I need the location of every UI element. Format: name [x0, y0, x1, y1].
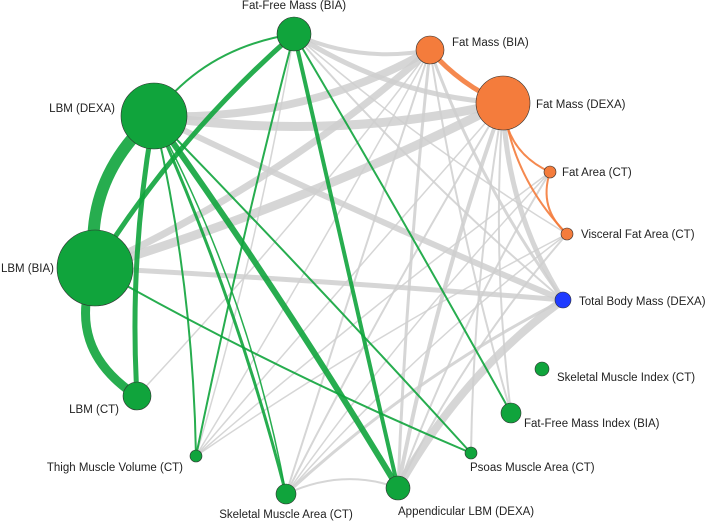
edge-lbm-dexa-tbm-dexa: [151, 113, 566, 303]
nodes-layer: [56, 16, 574, 505]
edge-fm-bia-tbm-dexa: [428, 48, 565, 302]
label-psoas-ct: Psoas Muscle Area (CT): [470, 462, 595, 474]
label-ffm-bia: Fat-Free Mass (BIA): [242, 0, 346, 12]
node-psoas-ct: [464, 446, 478, 460]
edge-lbm-bia-psoas-ct: [94, 267, 472, 454]
edge-lbm-dexa-tmv-ct: [153, 115, 197, 457]
edge-ffm-bia-tmv-ct: [195, 33, 295, 457]
node-lbm-bia: [56, 229, 134, 307]
edge-lbm-ct-fm-bia: [136, 49, 431, 397]
edge-tbm-dexa-alm-dexa: [394, 296, 567, 492]
label-lbm-bia: LBM (BIA): [1, 263, 54, 275]
edge-lbm-dexa-lbm-ct: [132, 113, 157, 399]
edges-layer: [81, 31, 568, 496]
label-fm-bia: Fat Mass (BIA): [452, 37, 529, 49]
node-fa-ct: [543, 165, 557, 179]
edge-lbm-dexa-psoas-ct: [153, 115, 472, 454]
edge-fm-dexa-psoas-ct: [470, 102, 504, 454]
edge-ffm-bia-alm-dexa: [292, 32, 400, 490]
edge-ffm-bia-vfa-ct: [293, 33, 568, 235]
edge-lbm-bia-ffm-bia: [92, 31, 297, 271]
node-fm-dexa: [475, 75, 531, 131]
label-vfa-ct: Visceral Fat Area (CT): [581, 229, 695, 241]
label-sma-ct: Skeletal Muscle Area (CT): [219, 509, 353, 521]
label-fm-dexa: Fat Mass (DEXA): [536, 99, 626, 111]
node-vfa-ct: [560, 227, 574, 241]
edge-fa-ct-sma-ct: [285, 171, 551, 495]
label-tbm-dexa: Total Body Mass (DEXA): [579, 296, 706, 308]
edge-vfa-ct-alm-dexa: [397, 233, 568, 489]
edge-lbm-bia-fm-dexa: [90, 98, 508, 273]
node-alm-dexa: [385, 475, 411, 501]
node-ffm-bia: [276, 16, 312, 52]
edge-sma-ct-alm-dexa: [285, 478, 399, 495]
edge-lbm-dexa-alm-dexa: [151, 113, 401, 491]
label-lbm-ct: LBM (CT): [69, 404, 119, 416]
edge-lbm-dexa-fm-bia: [150, 46, 434, 121]
label-lbm-dexa: LBM (DEXA): [49, 103, 115, 115]
edge-ffm-bia-fm-dexa: [291, 31, 506, 106]
label-alm-dexa: Appendicular LBM (DEXA): [398, 506, 534, 518]
edge-ffm-bia-ffmi-bia: [293, 33, 512, 414]
label-smi-ct: Skeletal Muscle Index (CT): [557, 372, 695, 384]
edge-vfa-ct-tmv-ct: [195, 233, 568, 457]
edge-tmv-ct-fm-bia: [195, 49, 431, 457]
label-fa-ct: Fat Area (CT): [562, 167, 632, 179]
edge-fm-dexa-ffmi-bia: [497, 102, 512, 414]
edge-ffm-bia-tbm-dexa: [293, 33, 564, 301]
node-fm-bia: [415, 35, 445, 65]
node-sma-ct: [275, 483, 297, 505]
edge-ffm-bia-tmv-ct: [195, 33, 295, 457]
edge-fm-bia-alm-dexa: [396, 48, 432, 490]
node-smi-ct: [534, 361, 550, 377]
edge-fa-ct-alm-dexa: [397, 171, 551, 489]
node-lbm-dexa: [120, 82, 188, 150]
label-tmv-ct: Thigh Muscle Volume (CT): [47, 462, 183, 474]
node-tbm-dexa: [554, 291, 572, 309]
edge-fa-ct-tmv-ct: [195, 171, 551, 457]
node-lbm-ct: [122, 381, 152, 411]
edge-lbm-dexa-sma-ct: [153, 115, 287, 495]
edge-vfa-ct-sma-ct: [285, 233, 568, 495]
label-ffmi-bia: Fat-Free Mass Index (BIA): [524, 418, 660, 430]
node-tmv-ct: [189, 449, 203, 463]
edge-fa-ct-vfa-ct: [545, 171, 568, 235]
edge-fm-dexa-sma-ct: [285, 102, 504, 495]
edge-fm-bia-sma-ct: [285, 49, 431, 495]
node-ffmi-bia: [500, 402, 522, 424]
edge-fm-bia-ffmi-bia: [429, 49, 512, 414]
